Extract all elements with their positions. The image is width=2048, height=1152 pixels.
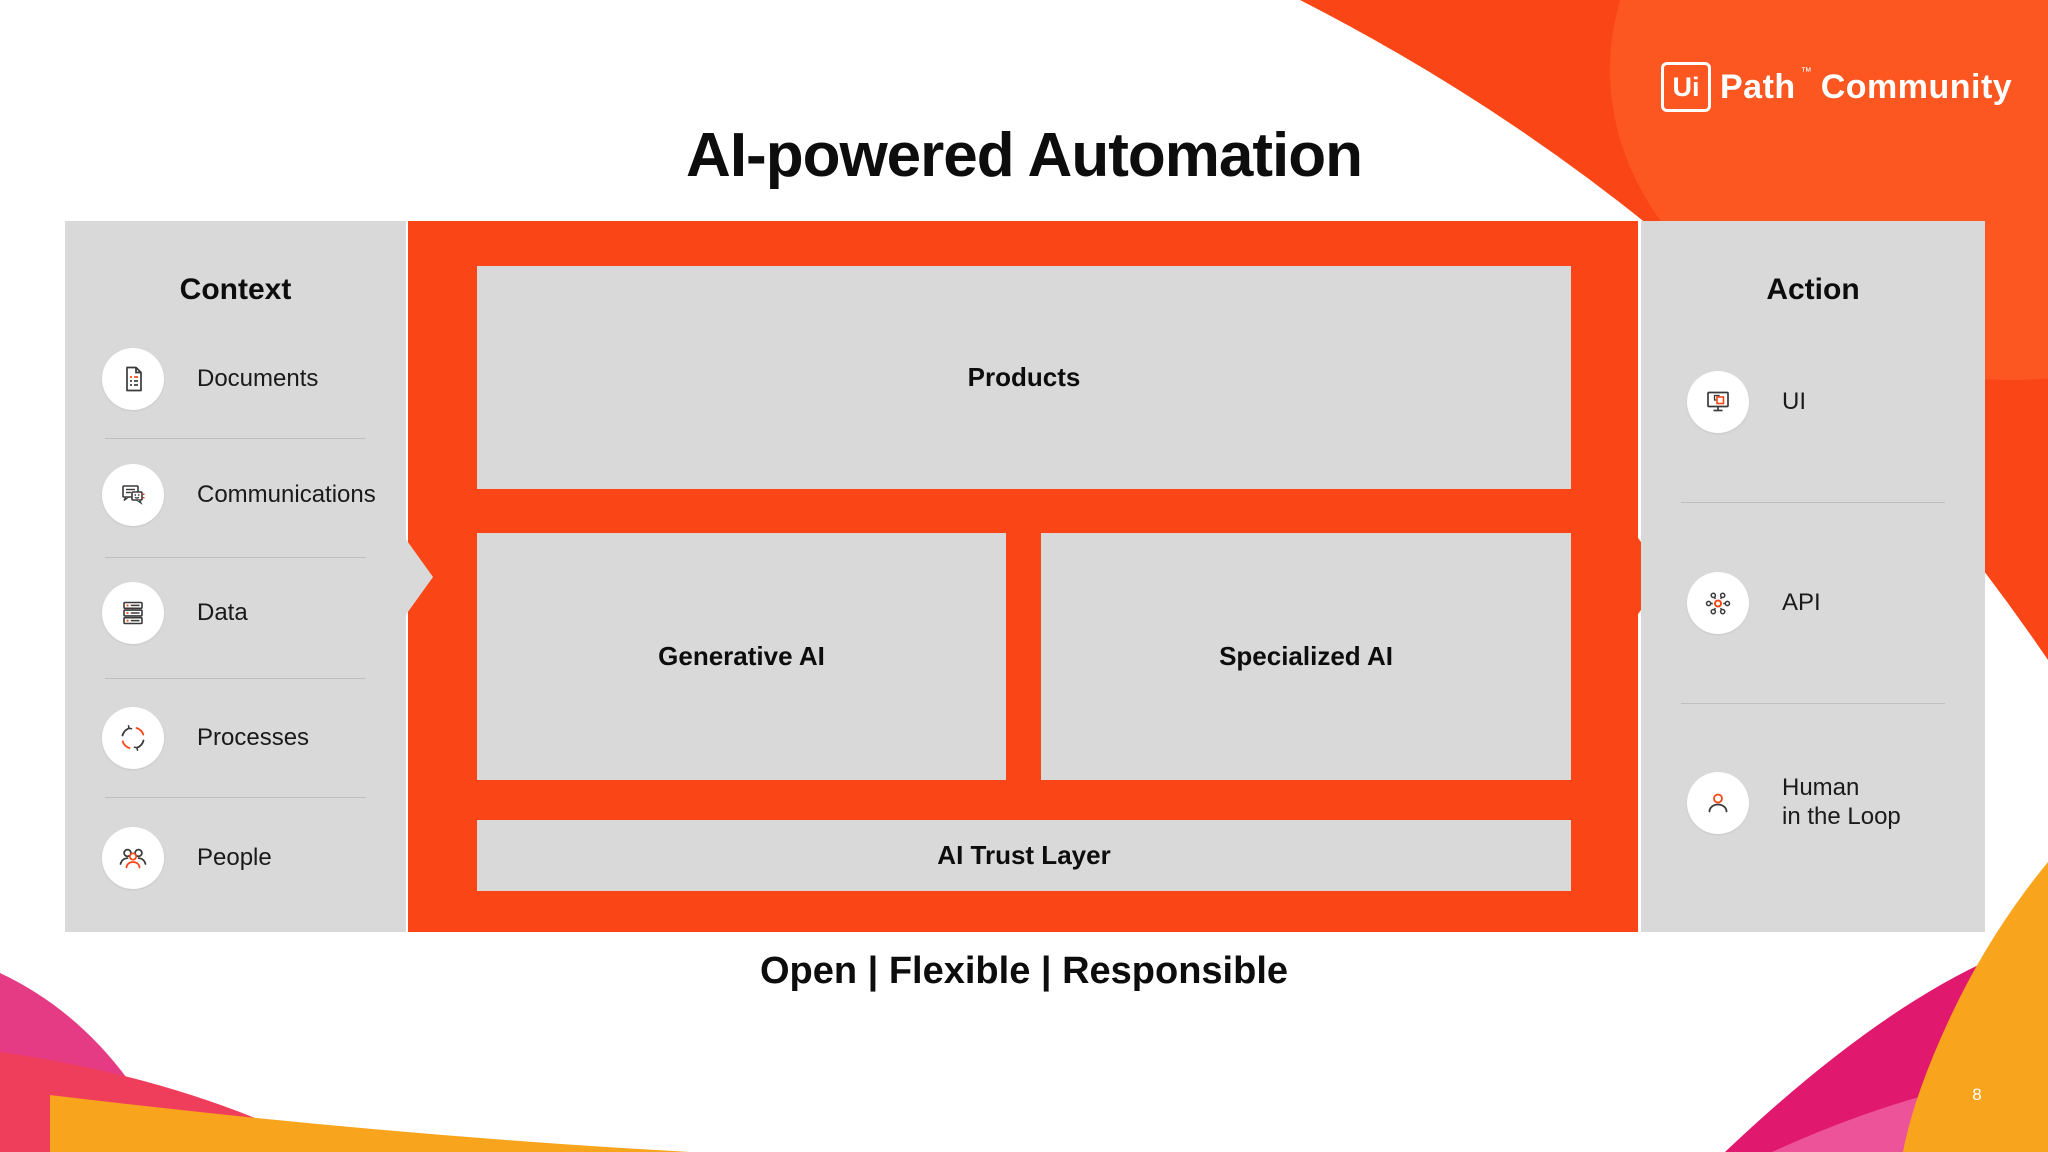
monitor-icon	[1687, 371, 1749, 433]
uipath-logo-path: Path	[1720, 67, 1796, 106]
divider	[1681, 502, 1945, 503]
action-item-label: UI	[1782, 387, 1806, 415]
context-item-label: Processes	[197, 723, 310, 751]
uipath-logo-mark: Ui	[1661, 62, 1711, 112]
divider	[105, 438, 366, 439]
person-icon	[1687, 772, 1749, 834]
context-item-label: Data	[197, 598, 248, 626]
action-item-human-in-the-loop: Human in the Loop	[1641, 772, 1985, 834]
divider	[105, 557, 366, 558]
top-right-swoosh	[1300, 0, 2048, 660]
bottom-right-amber-swoosh	[1903, 862, 2048, 1152]
page-number: 8	[1972, 1085, 1982, 1104]
action-item-api: API	[1641, 572, 1985, 634]
context-item-label: Documents	[197, 364, 319, 392]
action-item-label: API	[1782, 588, 1821, 616]
divider	[1681, 703, 1945, 704]
context-panel: Context Documents	[65, 221, 406, 932]
products-label: Products	[967, 362, 1081, 392]
context-item-documents: Documents	[65, 348, 406, 410]
specialized-ai-box: Specialized AI	[1041, 533, 1571, 780]
divider	[105, 678, 366, 679]
process-cycle-icon	[102, 707, 164, 769]
trademark-symbol: ™	[1800, 66, 1812, 78]
action-heading: Action	[1766, 273, 1860, 306]
ai-powered-automation-frame: Products Generative AI Specialized AI AI…	[408, 221, 1638, 932]
context-item-label: People	[197, 843, 272, 871]
document-icon	[102, 348, 164, 410]
divider	[105, 797, 366, 798]
context-heading: Context	[179, 273, 292, 306]
database-icon	[102, 582, 164, 644]
context-item-people: People	[65, 827, 406, 889]
context-item-communications: Communications	[65, 464, 406, 526]
context-to-frame-arrow	[405, 538, 433, 616]
api-hub-icon	[1687, 572, 1749, 634]
generative-ai-box: Generative AI	[477, 533, 1006, 780]
slide-title: AI-powered Automation	[686, 121, 1363, 190]
context-item-label: Communications	[197, 480, 376, 508]
action-item-label: Human in the Loop	[1782, 774, 1901, 830]
uipath-community-logo: Ui Path ™ Community	[1661, 62, 2013, 112]
action-panel: Action UI	[1641, 221, 1985, 932]
specialized-ai-label: Specialized AI	[1219, 641, 1393, 671]
products-box: Products	[477, 266, 1571, 489]
context-item-data: Data	[65, 582, 406, 644]
people-icon	[102, 827, 164, 889]
ai-trust-layer-label: AI Trust Layer	[937, 840, 1111, 870]
bottom-left-amber-swoosh	[50, 1095, 690, 1152]
slide-footer: Open | Flexible | Responsible	[759, 950, 1289, 992]
action-item-ui: UI	[1641, 371, 1985, 433]
uipath-logo-community: Community	[1820, 67, 2013, 106]
chat-bubbles-icon	[102, 464, 164, 526]
generative-ai-label: Generative AI	[658, 641, 825, 671]
ai-trust-layer-box: AI Trust Layer	[477, 820, 1571, 891]
context-item-processes: Processes	[65, 707, 406, 769]
